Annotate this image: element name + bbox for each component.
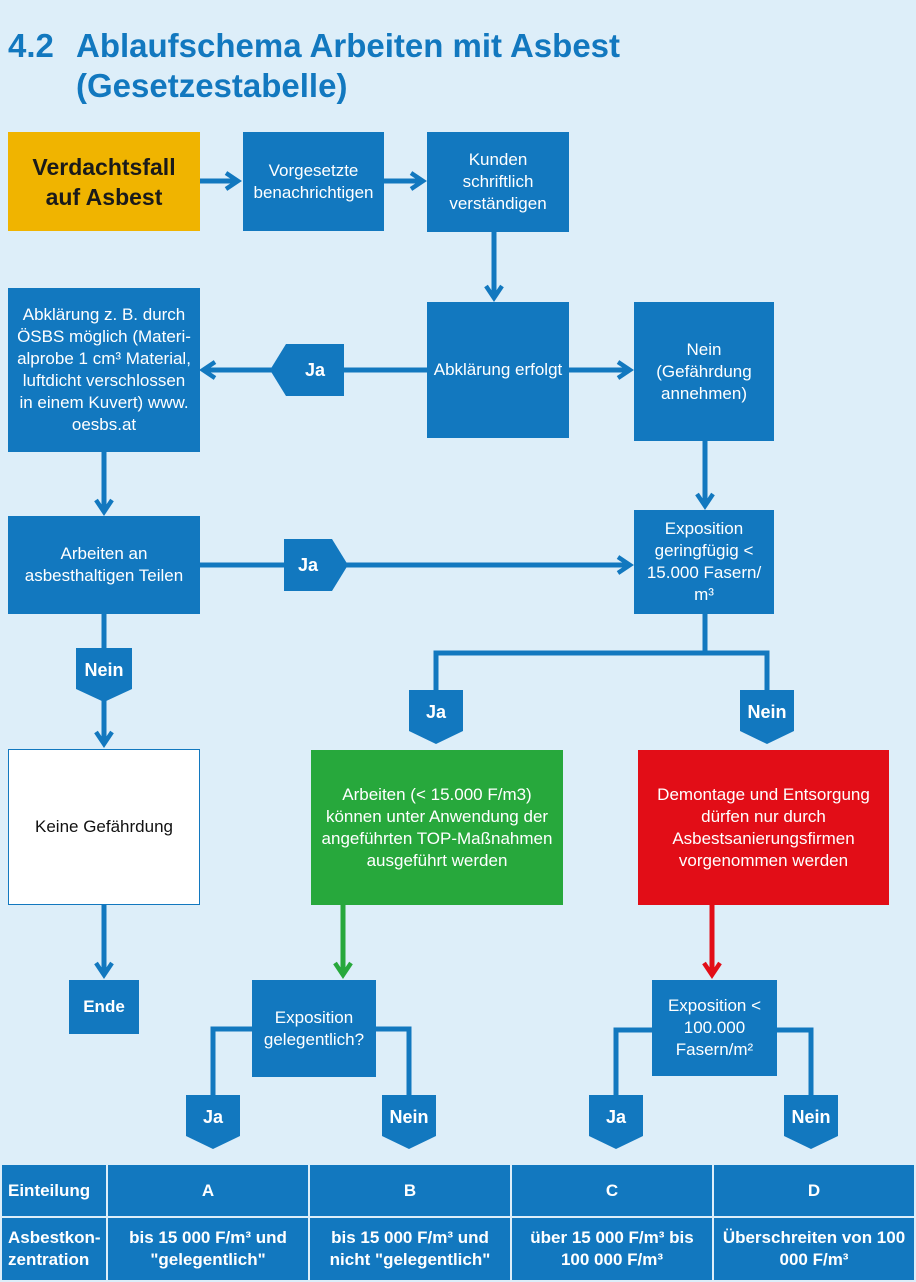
title-line-2: (Gesetzestabelle) (76, 67, 348, 104)
end-box: Ende (69, 980, 139, 1034)
nein-tag-shape-4 (784, 1095, 838, 1149)
ja-tag-shape-2 (284, 539, 348, 591)
inform-customer-box: Kunden schriftlich verständigen (427, 132, 569, 232)
flow-connectors (76, 171, 838, 1149)
title-line-1: Ablaufschema Arbeiten mit Asbest (76, 27, 621, 64)
work-on-asbestos-parts-box: Arbeiten an asbesthaltigen Teilen (8, 516, 200, 614)
clarification-hint-box: Abklärung z. B. durch ÖSBS möglich (Mate… (8, 288, 200, 452)
clarification-done-box: Abklärung erfolgt (427, 302, 569, 438)
row-header-category: Einteilung (0, 1163, 108, 1218)
ja-label: Ja (605, 1106, 627, 1127)
low-exposure-box: Exposition geringfügig < 15.000 Fasern/ … (634, 510, 774, 614)
ja-label: Ja (297, 554, 319, 575)
nein-label: Nein (747, 701, 787, 722)
ja-tag-shape-3 (409, 690, 463, 744)
category-cell: D (712, 1163, 916, 1218)
removal-by-specialists-box: Demontage und Entsorgung dürfen nur durc… (638, 750, 889, 905)
notify-supervisor-box: Vorgesetzte benachrichtigen (243, 132, 384, 231)
concentration-cell: bis 15 000 F/m³ und "gelegentlich" (106, 1216, 310, 1282)
ja-tag-shape-4 (186, 1095, 240, 1149)
nein-label: Nein (389, 1106, 429, 1127)
table-row: Asbestkon-zentration bis 15 000 F/m³ und… (0, 1216, 916, 1282)
table-row: Einteilung A B C D (0, 1163, 916, 1218)
category-cell: C (510, 1163, 714, 1218)
ja-label: Ja (202, 1106, 224, 1127)
row-header-concentration: Asbestkon-zentration (0, 1216, 108, 1282)
nein-label: Nein (84, 659, 124, 680)
suspected-asbestos-box: Verdachtsfall auf Asbest (8, 132, 200, 231)
nein-tag-shape-3 (382, 1095, 436, 1149)
no-assume-hazard-box: Nein (Gefährdung annehmen) (634, 302, 774, 441)
concentration-cell: bis 15 000 F/m³ und nicht "gelegentlich" (308, 1216, 512, 1282)
no-hazard-box: Keine Gefährdung (8, 749, 200, 905)
ja-tag-shape-1 (270, 344, 344, 396)
section-number: 4.2 (8, 27, 54, 64)
ja-tag-shape-5 (589, 1095, 643, 1149)
category-cell: A (106, 1163, 310, 1218)
nein-label: Nein (791, 1106, 831, 1127)
occasional-exposure-box: Exposition gelegentlich? (252, 980, 376, 1077)
page-title: 4.2 Ablaufschema Arbeiten mit Asbest (Ges… (8, 26, 620, 106)
nein-tag-shape-2 (740, 690, 794, 744)
concentration-cell: über 15 000 F/m³ bis 100 000 F/m³ (510, 1216, 714, 1282)
classification-table: Einteilung A B C D Asbestkon-zentration … (0, 1163, 916, 1282)
work-with-top-measures-box: Arbeiten (< 15.000 F/m3) können unter An… (311, 750, 563, 905)
ja-label: Ja (425, 701, 447, 722)
exposure-100000-box: Exposition < 100.000 Fasern/m² (652, 980, 777, 1076)
concentration-cell: Überschreiten von 100 000 F/m³ (712, 1216, 916, 1282)
ja-label: Ja (304, 359, 326, 380)
category-cell: B (308, 1163, 512, 1218)
nein-tag-shape-1 (76, 648, 132, 702)
